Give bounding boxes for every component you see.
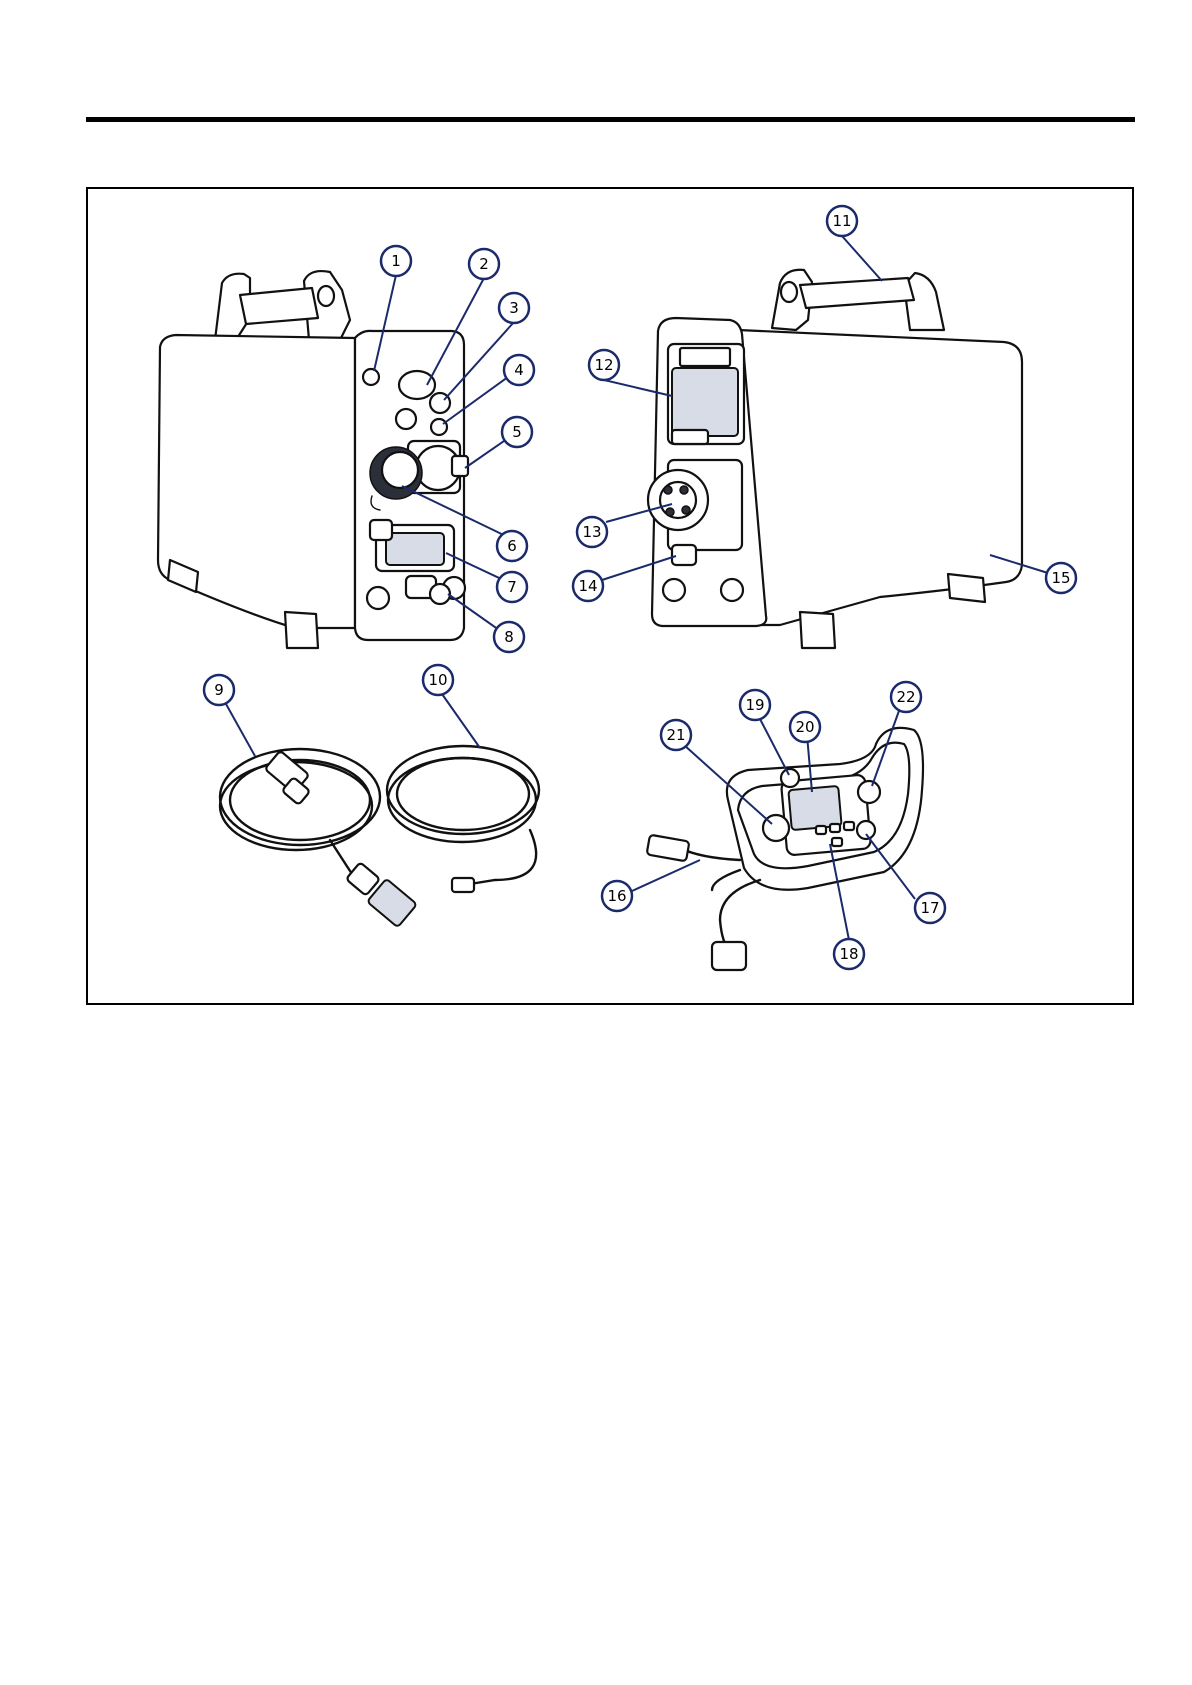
- switch-2: [399, 371, 435, 399]
- svg-text:16: 16: [607, 887, 626, 905]
- air-coupling-14: [672, 545, 696, 565]
- callout-22: 22: [891, 682, 921, 712]
- callout-20: 20: [790, 712, 820, 742]
- svg-text:22: 22: [896, 688, 915, 706]
- callout-2: 2: [469, 249, 499, 279]
- svg-text:15: 15: [1051, 569, 1070, 587]
- socket-cover-12: [672, 368, 738, 436]
- callout-4: 4: [504, 355, 534, 385]
- knob-22: [858, 781, 880, 803]
- button-19: [781, 769, 799, 787]
- unit-rear-view: [648, 270, 1022, 648]
- svg-text:13: 13: [582, 523, 601, 541]
- callout-6: 6: [497, 531, 527, 561]
- callout-10: 10: [423, 665, 453, 695]
- callout-17: 17: [915, 893, 945, 923]
- svg-text:21: 21: [666, 726, 685, 744]
- callout-7: 7: [497, 572, 527, 602]
- svg-text:12: 12: [594, 356, 613, 374]
- callout-5: 5: [502, 417, 532, 447]
- cables: [220, 746, 539, 927]
- callout-1: 1: [381, 246, 411, 276]
- svg-text:6: 6: [507, 537, 517, 555]
- callout-13: 13: [577, 517, 607, 547]
- svg-text:11: 11: [832, 212, 851, 230]
- callout-16: 16: [602, 881, 632, 911]
- fuse-4: [431, 419, 447, 435]
- svg-text:9: 9: [214, 681, 224, 699]
- svg-text:4: 4: [514, 361, 524, 379]
- svg-text:17: 17: [920, 899, 939, 917]
- svg-text:20: 20: [795, 718, 814, 736]
- callout-9: 9: [204, 675, 234, 705]
- indicator-lamp-1: [363, 369, 379, 385]
- remote-control: [647, 728, 923, 970]
- unit-front-view: [158, 271, 468, 648]
- svg-text:3: 3: [509, 299, 519, 317]
- knob-17: [857, 821, 875, 839]
- svg-text:7: 7: [507, 578, 517, 596]
- callout-3: 3: [499, 293, 529, 323]
- callout-12: 12: [589, 350, 619, 380]
- svg-text:19: 19: [745, 696, 764, 714]
- callout-14: 14: [573, 571, 603, 601]
- keypad-18: [832, 838, 842, 846]
- callout-8: 8: [494, 622, 524, 652]
- callout-19: 19: [740, 690, 770, 720]
- callout-18: 18: [834, 939, 864, 969]
- callout-21: 21: [661, 720, 691, 750]
- callout-15: 15: [1046, 563, 1076, 593]
- callout-11: 11: [827, 206, 857, 236]
- svg-text:18: 18: [839, 945, 858, 963]
- svg-text:2: 2: [479, 255, 489, 273]
- svg-text:14: 14: [578, 577, 597, 595]
- svg-text:5: 5: [512, 423, 522, 441]
- svg-text:1: 1: [391, 252, 401, 270]
- svg-text:8: 8: [504, 628, 514, 646]
- svg-text:10: 10: [428, 671, 447, 689]
